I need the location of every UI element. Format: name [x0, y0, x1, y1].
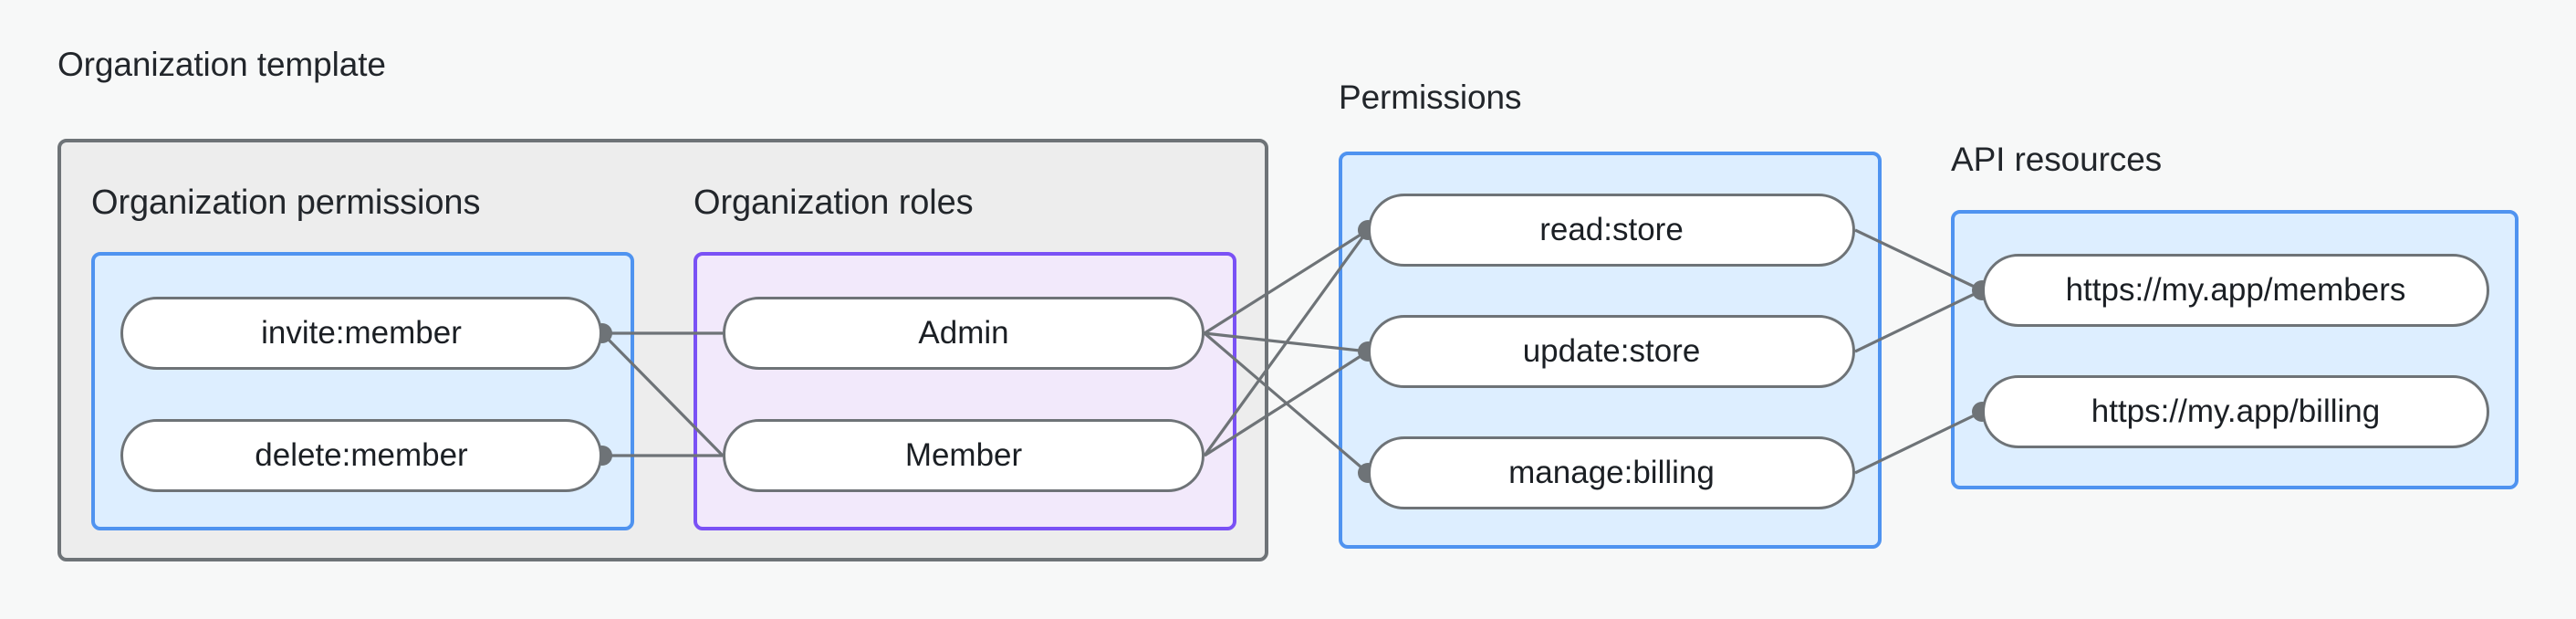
node-member[interactable]: Member: [723, 419, 1205, 492]
api-resources-label: API resources: [1951, 141, 2163, 178]
node-invite-member[interactable]: invite:member: [120, 297, 602, 370]
node-api-billing[interactable]: https://my.app/billing: [1982, 375, 2489, 448]
node-api-members[interactable]: https://my.app/members: [1982, 254, 2489, 327]
organization-roles-label: Organization roles: [694, 184, 974, 222]
organization-template-label: Organization template: [57, 46, 386, 83]
organization-permissions-label: Organization permissions: [91, 184, 481, 222]
node-admin[interactable]: Admin: [723, 297, 1205, 370]
node-update-store[interactable]: update:store: [1368, 315, 1855, 388]
node-read-store[interactable]: read:store: [1368, 194, 1855, 267]
node-delete-member[interactable]: delete:member: [120, 419, 602, 492]
permissions-label: Permissions: [1339, 79, 1522, 116]
node-manage-billing[interactable]: manage:billing: [1368, 436, 1855, 509]
